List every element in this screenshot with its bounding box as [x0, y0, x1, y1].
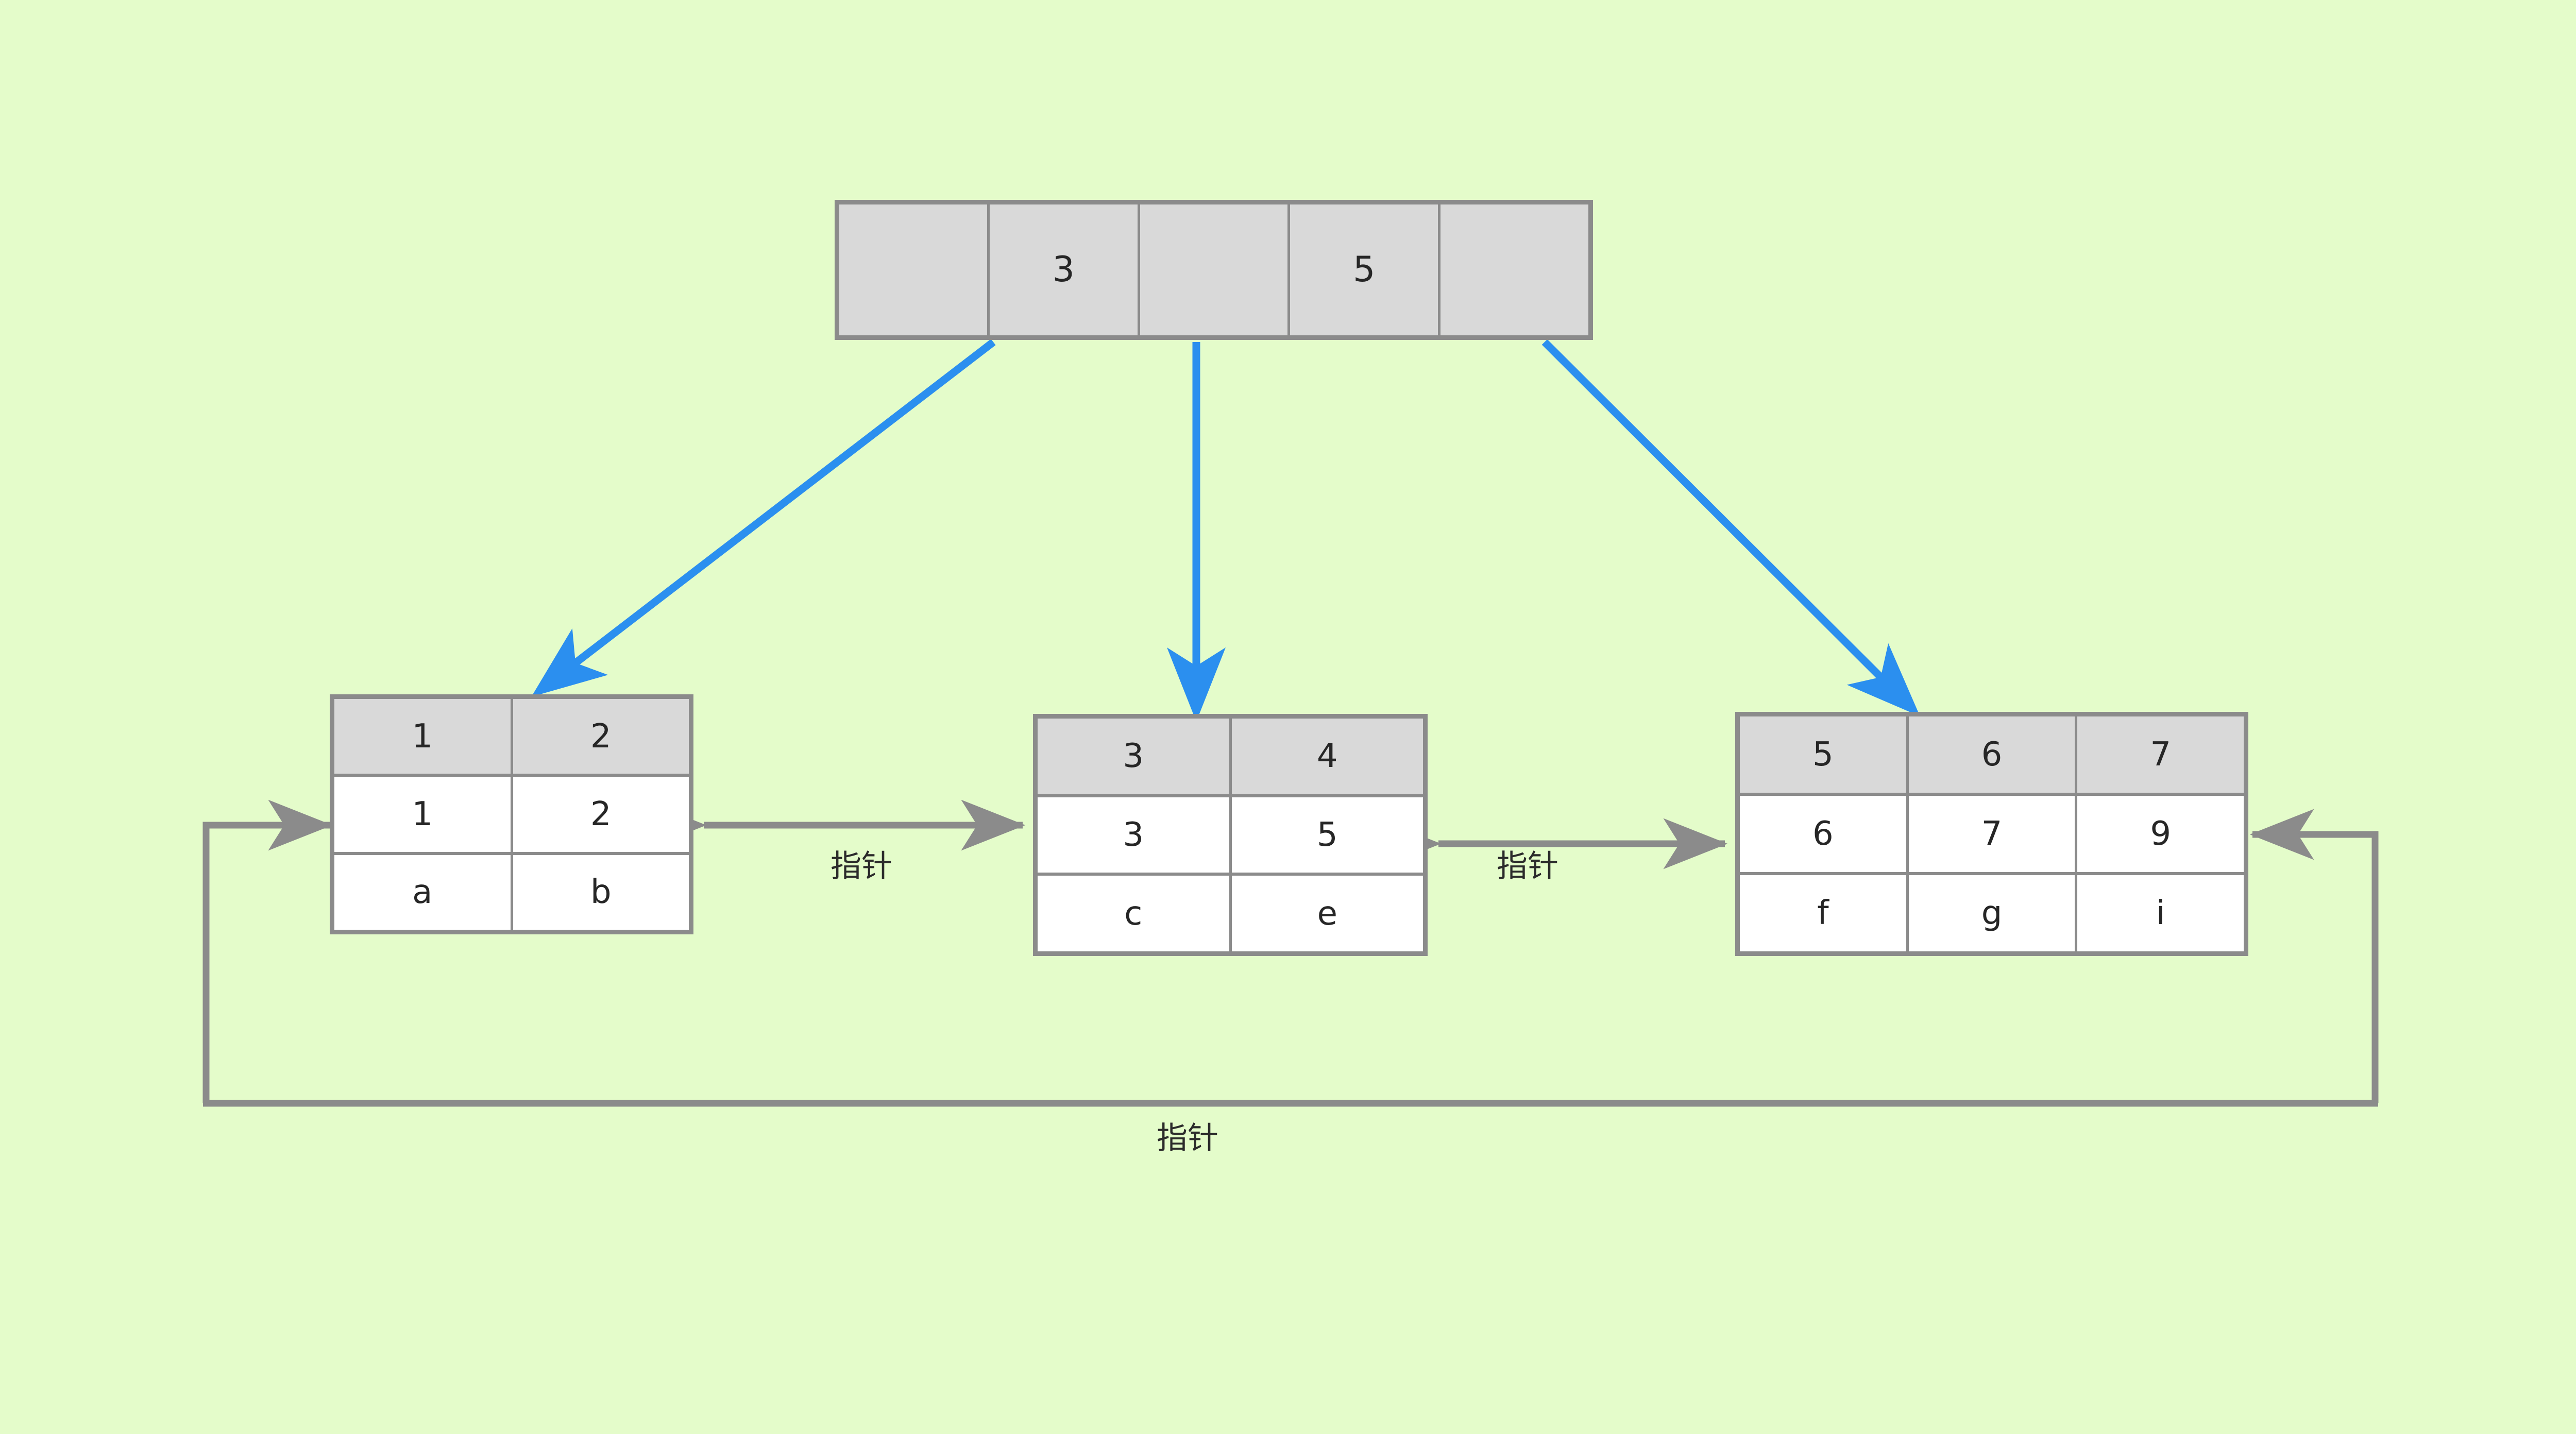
pointer-label-mid-right: 指针 — [1497, 848, 1558, 884]
leaf-left-row-key: 1 2 — [334, 774, 689, 852]
leaf-right-key-2[interactable]: 9 — [2077, 796, 2244, 872]
leaf-left-value-0[interactable]: a — [334, 855, 513, 930]
root-index-node[interactable]: 3 5 — [835, 200, 1593, 340]
root-cell-row: 3 5 — [839, 204, 1588, 335]
leaf-node-middle[interactable]: 3 4 3 5 c e — [1033, 714, 1428, 956]
root-cell-0[interactable] — [839, 204, 990, 335]
leaf-right-key-0[interactable]: 6 — [1740, 796, 1909, 872]
leaf-mid-key-0[interactable]: 3 — [1038, 797, 1232, 873]
leaf-mid-row-key: 3 5 — [1038, 794, 1423, 873]
leaf-right-value-2[interactable]: i — [2077, 875, 2244, 951]
leaf-right-row-header: 5 6 7 — [1740, 716, 2244, 793]
root-cell-3[interactable]: 5 — [1290, 204, 1441, 335]
leaf-mid-key-1[interactable]: 5 — [1231, 797, 1423, 873]
leaf-left-key-0[interactable]: 1 — [334, 777, 513, 852]
leaf-node-right[interactable]: 5 6 7 6 7 9 f g i — [1735, 712, 2248, 956]
edge-pointer-wrap-right-segment — [2249, 809, 2379, 1103]
leaf-left-row-value: a b — [334, 851, 689, 930]
leaf-right-header-2[interactable]: 7 — [2077, 716, 2244, 793]
root-cell-1[interactable]: 3 — [989, 204, 1140, 335]
edge-root-to-leaf-right — [1541, 339, 1920, 716]
leaf-right-value-1[interactable]: g — [1908, 875, 2078, 951]
leaf-right-value-0[interactable]: f — [1740, 875, 1909, 951]
leaf-left-value-1[interactable]: b — [513, 855, 689, 930]
leaf-left-header-0[interactable]: 1 — [334, 699, 513, 774]
root-cell-4[interactable] — [1440, 204, 1588, 335]
leaf-right-row-value: f g i — [1740, 872, 2244, 951]
pointer-label-left-mid: 指针 — [831, 848, 892, 884]
leaf-right-row-key: 6 7 9 — [1740, 793, 2244, 872]
leaf-left-key-1[interactable]: 2 — [513, 777, 689, 852]
leaf-mid-row-header: 3 4 — [1038, 719, 1423, 794]
leaf-left-header-1[interactable]: 2 — [513, 699, 689, 774]
leaf-right-header-0[interactable]: 5 — [1740, 716, 1909, 793]
edge-root-to-leaf-left — [531, 339, 996, 697]
edge-pointer-wrap-left-segment — [202, 799, 333, 1103]
leaf-node-left[interactable]: 1 2 1 2 a b — [330, 694, 693, 934]
pointer-label-wrap-around: 指针 — [1157, 1120, 1218, 1156]
leaf-right-header-1[interactable]: 6 — [1908, 716, 2078, 793]
leaf-mid-value-1[interactable]: e — [1231, 876, 1423, 952]
root-cell-2[interactable] — [1140, 204, 1291, 335]
leaf-mid-header-1[interactable]: 4 — [1231, 719, 1423, 794]
leaf-left-row-header: 1 2 — [334, 699, 689, 774]
leaf-mid-value-0[interactable]: c — [1038, 876, 1232, 952]
leaf-right-key-1[interactable]: 7 — [1908, 796, 2078, 872]
leaf-mid-row-value: c e — [1038, 873, 1423, 952]
leaf-mid-header-0[interactable]: 3 — [1038, 719, 1232, 794]
